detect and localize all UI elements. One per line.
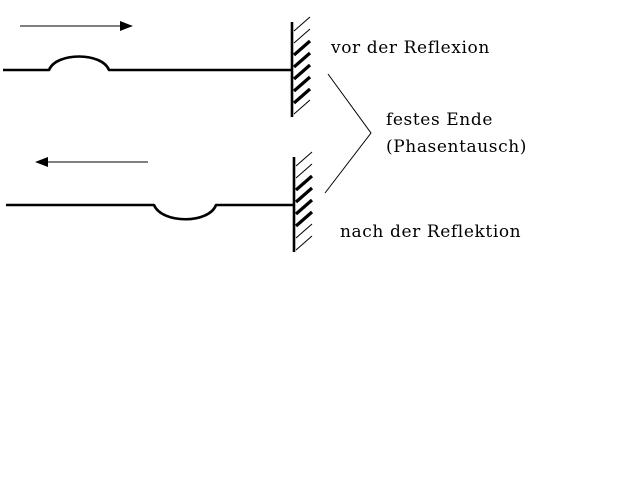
- reflected-direction-arrow: [35, 157, 148, 167]
- label-before-reflection: vor der Reflexion: [330, 38, 490, 58]
- incoming-direction-arrow: [20, 21, 133, 31]
- scene-before-reflection: vor der Reflexion: [3, 16, 490, 117]
- label-after-reflection: nach der Reflektion: [340, 222, 521, 242]
- incoming-rope-pulse: [3, 55, 292, 72]
- fixed-end-bracket: festes Ende (Phasentausch): [324, 73, 527, 194]
- scene-after-reflection: nach der Reflektion: [6, 151, 521, 252]
- fixed-wall-top: [290, 16, 312, 117]
- reflected-rope-pulse: [6, 203, 294, 221]
- fixed-wall-bottom: [292, 151, 314, 252]
- label-fixed-end: festes Ende: [386, 110, 493, 130]
- label-phase-inversion: (Phasentausch): [386, 137, 527, 157]
